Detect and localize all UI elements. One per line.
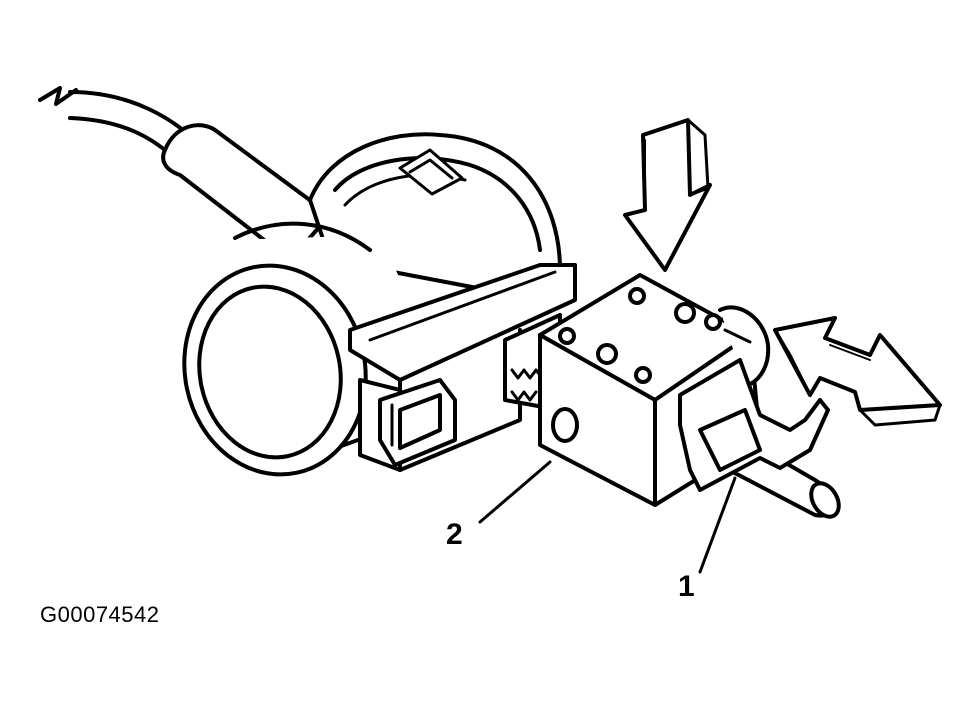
leader-line-1 [698,476,737,574]
callout-label-1: 1 [678,570,695,603]
down-arrow [623,118,712,272]
cable [38,86,332,262]
double-arrow [773,316,942,427]
leader-line-2 [478,460,552,524]
bracket [348,263,577,472]
callout-label-2: 2 [446,518,463,551]
shaft-clip [678,305,841,519]
figure-id-label: G00074542 [40,602,160,627]
